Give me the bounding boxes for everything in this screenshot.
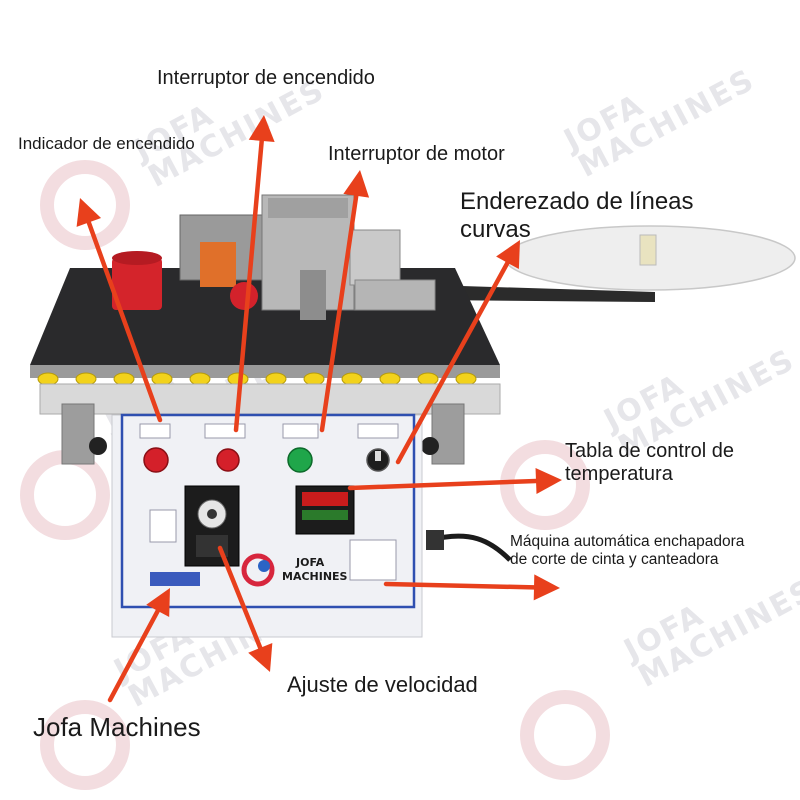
arrow-speed-head <box>248 643 273 672</box>
panel-tag <box>204 423 246 439</box>
label-temperature: Tabla de control de temperatura <box>565 440 734 486</box>
left-clamp-knob-icon <box>89 437 107 455</box>
arrow-machine-shaft <box>383 581 537 590</box>
arrow-speed-icon <box>217 545 273 672</box>
label-temperature-line1: Tabla de control de <box>565 440 735 462</box>
warning-sticker <box>349 539 397 581</box>
roller <box>189 372 211 386</box>
arrow-straightening-shaft <box>395 260 510 465</box>
motor-shaft <box>300 270 326 320</box>
brand-plate <box>150 572 200 586</box>
speed-dial-center <box>207 509 217 519</box>
left-clamp <box>61 403 95 465</box>
arrow-power-switch-icon <box>233 115 275 433</box>
guide-block <box>349 229 401 286</box>
right-clamp-knob-icon <box>421 437 439 455</box>
label-straightening: Enderezado de líneas curvas <box>460 188 694 243</box>
control-panel-border <box>120 413 416 609</box>
cable-gland <box>426 530 444 550</box>
roller <box>417 372 439 386</box>
panel-tag <box>357 423 399 439</box>
glue-pot <box>200 242 236 287</box>
power-indicator-icon <box>143 447 169 473</box>
roller <box>265 372 287 386</box>
arrow-machine-head <box>533 574 560 601</box>
roller <box>151 372 173 386</box>
arrow-power-switch-shaft <box>233 138 264 433</box>
logo-wordmark: JOFA MACHINES <box>282 556 347 584</box>
label-temperature-line2: temperatura <box>565 463 673 485</box>
logo-icon <box>241 553 275 587</box>
roller <box>75 372 97 386</box>
label-power-switch: Interruptor de encendido <box>157 67 375 89</box>
arrow-power-indicator-head <box>76 198 102 227</box>
arrow-brand-head <box>146 588 170 618</box>
glue-roller-icon <box>230 282 258 310</box>
knob-marker <box>375 451 381 461</box>
arrow-power-switch-head <box>248 115 275 143</box>
panel-tag <box>139 423 171 439</box>
arrow-motor-switch-shaft <box>319 193 359 433</box>
roller <box>303 372 325 386</box>
roller <box>113 372 135 386</box>
trim-unit <box>354 279 436 311</box>
roller <box>37 372 59 386</box>
arrow-straightening-icon <box>395 240 520 465</box>
power-button-icon <box>216 448 240 472</box>
table-spindle <box>639 234 657 266</box>
arrow-speed-shaft <box>217 545 263 651</box>
arrow-temperature-head <box>535 467 562 494</box>
right-clamp <box>431 403 465 465</box>
label-machine-line1: Máquina automática enchapadora <box>510 533 745 550</box>
temperature-display <box>302 492 348 506</box>
label-machine: Máquina automática enchapadora de corte … <box>510 533 744 569</box>
roller <box>341 372 363 386</box>
label-straightening-line2: curvas <box>460 215 531 243</box>
arrow-machine-icon <box>383 574 560 601</box>
arrow-temperature-shaft <box>347 478 539 491</box>
roller <box>379 372 401 386</box>
red-tape-reel <box>112 258 162 310</box>
temperature-setpoint-display <box>302 510 348 520</box>
panel-tag <box>282 423 319 439</box>
arrow-power-indicator-shaft <box>86 220 163 423</box>
label-power-indicator: Indicador de encendido <box>18 134 195 153</box>
label-machine-line2: de corte de cinta y canteadora <box>510 550 719 568</box>
annotation-arrows <box>76 115 562 703</box>
arrow-brand-icon <box>107 588 170 703</box>
motor-button-icon <box>287 447 313 473</box>
arrow-motor-switch-head <box>343 170 370 198</box>
arrow-temperature-icon <box>347 467 562 494</box>
label-motor-switch: Interruptor de motor <box>328 143 505 165</box>
label-straightening-line1: Enderezado de líneas <box>460 188 694 215</box>
arrow-straightening-head <box>496 240 520 270</box>
roller <box>455 372 477 386</box>
info-sticker <box>149 509 177 543</box>
arrow-power-indicator-icon <box>76 198 163 423</box>
red-tape-reel-top <box>112 251 162 265</box>
motor-top <box>268 198 348 218</box>
logo-icon-dot <box>258 560 270 572</box>
logo-line2: MACHINES <box>282 570 348 583</box>
logo-line1: JOFA <box>296 556 325 569</box>
label-brand: Jofa Machines <box>33 712 201 742</box>
label-speed: Ajuste de velocidad <box>287 672 478 697</box>
arrow-brand-shaft <box>107 608 160 703</box>
arrow-motor-switch-icon <box>319 170 370 433</box>
